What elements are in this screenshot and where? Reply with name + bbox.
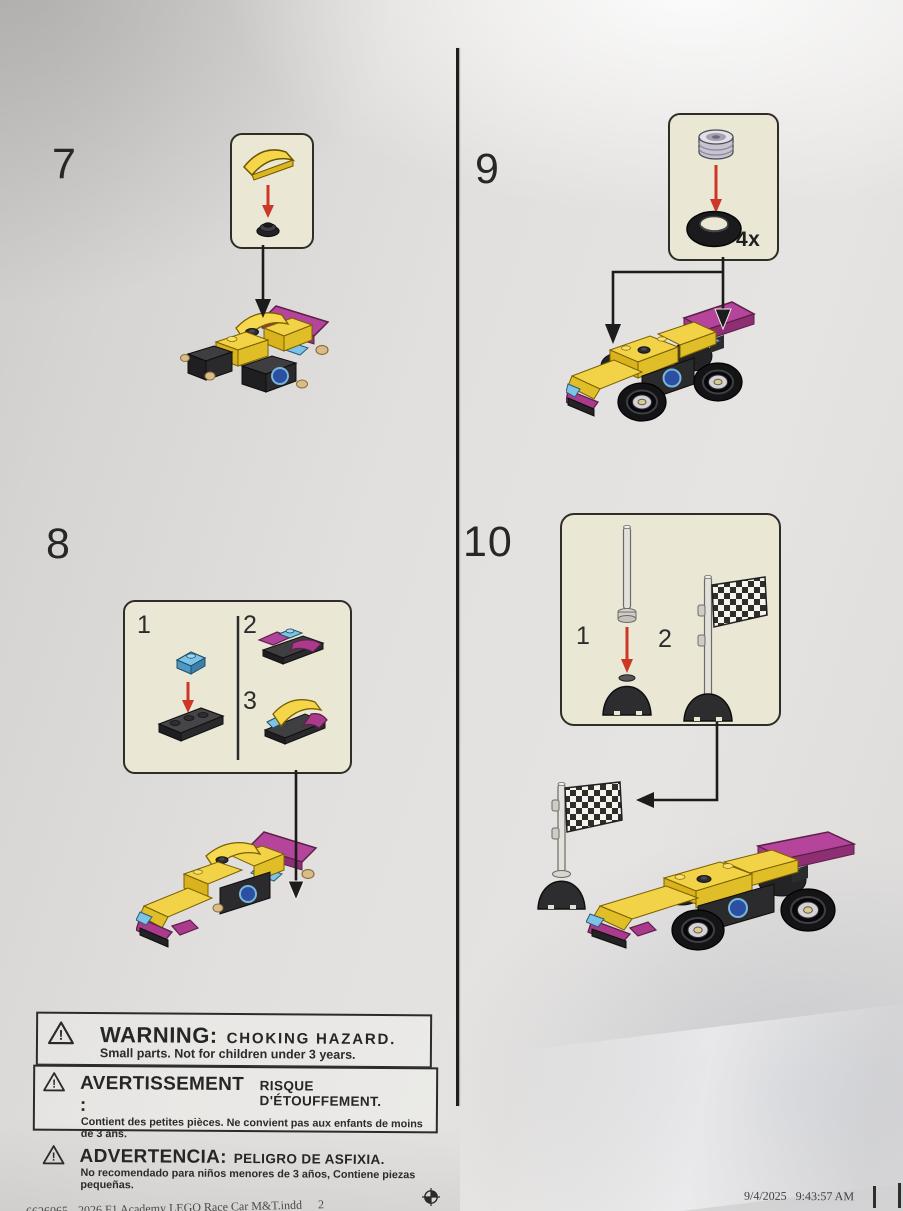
red-arrow-down-icon: [710, 165, 722, 213]
near-front-wheel: [617, 382, 667, 422]
flag-pole: [557, 783, 566, 873]
black-plate-piece: [157, 707, 225, 742]
column-divider-line: [456, 48, 459, 1106]
warning-hazard-es: PELIGRO DE ASFIXIA.: [233, 1150, 385, 1168]
step-9-parts-box: [668, 113, 779, 261]
near-rear-wheel: [693, 362, 743, 402]
substep-3-assembly: [263, 699, 328, 745]
step-10-substeps-box: [560, 513, 781, 726]
crop-tick-mark: [898, 1183, 901, 1208]
step-9-parts-art: [686, 129, 742, 248]
round-black-piece: [256, 222, 280, 238]
svg-text:!: !: [59, 1027, 64, 1043]
near-rear-wheel: [780, 888, 836, 932]
warning-box-english: ! WARNING: CHOKING HAZARD. Small parts. …: [35, 1011, 433, 1069]
step-8-car-illustration: [136, 831, 318, 948]
tan-pin: [301, 868, 315, 880]
warning-triangle-icon: !: [43, 1072, 65, 1092]
step-8-substeps-box: [123, 600, 352, 774]
black-chassis-right: [240, 355, 308, 393]
crop-tick-mark: [873, 1186, 876, 1208]
dome-base-piece: [602, 674, 652, 716]
warning-triangle-icon: !: [42, 1145, 65, 1165]
yellow-mid-blocks: [182, 861, 244, 899]
near-front-wheel: [671, 909, 725, 951]
step-7-number: 7: [52, 140, 77, 188]
dark-stud: [637, 346, 651, 354]
footer-timestamp: 9/4/2025 9:43:57 AM: [743, 1188, 855, 1204]
blue-circle-detail: [728, 898, 748, 918]
step-10-number: 10: [463, 518, 513, 566]
step-8-substep-2-label: 2: [243, 611, 257, 639]
front-wing-magenta: [586, 913, 658, 949]
black-chassis-left: [180, 345, 234, 381]
svg-text:!: !: [52, 1077, 56, 1091]
step-8-substeps-art: [157, 616, 328, 760]
warning-title-fr: AVERTISSEMENT :: [79, 1072, 245, 1116]
dark-stud: [696, 875, 712, 883]
warning-title-en: WARNING:: [99, 1022, 218, 1048]
footer-file-info: 6626065 - 2026 F1 Academy LEGO Race Car …: [25, 1197, 325, 1211]
step-9-count-label: 4x: [736, 228, 761, 251]
warning-triangle-icon: !: [47, 1021, 74, 1045]
step-8-substep-1-label: 1: [137, 611, 151, 639]
tan-pin: [212, 903, 224, 913]
step-7-parts-box: [230, 133, 314, 249]
svg-text:!: !: [52, 1150, 56, 1164]
yellow-body: [567, 321, 718, 400]
step-8-substep-3-label: 3: [243, 687, 257, 715]
step-10-substep-2-label: 2: [658, 625, 672, 653]
paper-fold-highlight: [470, 1002, 903, 1211]
step-7-car-illustration: [180, 305, 330, 393]
red-arrow-down-icon: [182, 682, 194, 713]
flag-clip: [551, 799, 560, 812]
front-wing-magenta: [136, 911, 200, 948]
warning-hazard-en: CHOKING HAZARD.: [226, 1029, 397, 1049]
blue-circle-detail: [662, 368, 682, 388]
flag-on-pole-assembly: [683, 575, 768, 722]
registration-mark-icon: [422, 1188, 440, 1206]
step-7-parts-art: [242, 149, 296, 238]
antenna-pole-piece: [617, 524, 637, 623]
blue-circle-detail: [271, 367, 289, 385]
red-arrow-down-icon: [262, 185, 274, 218]
substep-2-assembly: [257, 628, 325, 665]
tan-pin: [315, 344, 329, 356]
warning-title-es: ADVERTENCIA:: [79, 1145, 227, 1168]
wheel-rim-piece: [698, 129, 734, 160]
blue-plate-piece: [175, 651, 207, 675]
dome-base: [537, 880, 586, 910]
step-10-car-illustration: [586, 831, 857, 951]
step-10-connector-line: [653, 722, 719, 802]
step-10-substeps-art: [602, 524, 768, 722]
step-10-arrowhead-icon: [636, 792, 654, 808]
warning-detail-fr: Contient des petites pièces. Ne convient…: [80, 1115, 423, 1141]
red-arrow-down-icon: [621, 627, 633, 673]
step-8-number: 8: [46, 520, 71, 568]
blue-circle-detail: [239, 885, 257, 903]
yellow-nose: [139, 887, 214, 929]
warning-hazard-fr: RISQUE D'ÉTOUFFEMENT.: [259, 1078, 382, 1110]
step-9-number: 9: [475, 145, 500, 193]
footer-page-number: 2: [317, 1197, 325, 1211]
front-wing-magenta: [566, 383, 600, 417]
tire-piece: [686, 210, 742, 248]
warning-detail-en: Small parts. Not for children under 3 ye…: [99, 1046, 356, 1062]
step-10-substep-1-label: 1: [576, 622, 590, 650]
finish-flag-illustration: [537, 781, 623, 910]
warning-box-french-spanish: ! AVERTISSEMENT : RISQUE D'ÉTOUFFEMENT. …: [32, 1064, 439, 1191]
flag-clip: [551, 827, 560, 840]
step-9-car-illustration: [566, 301, 756, 422]
yellow-curved-slope-piece: [242, 149, 296, 181]
dome-base: [683, 693, 733, 722]
